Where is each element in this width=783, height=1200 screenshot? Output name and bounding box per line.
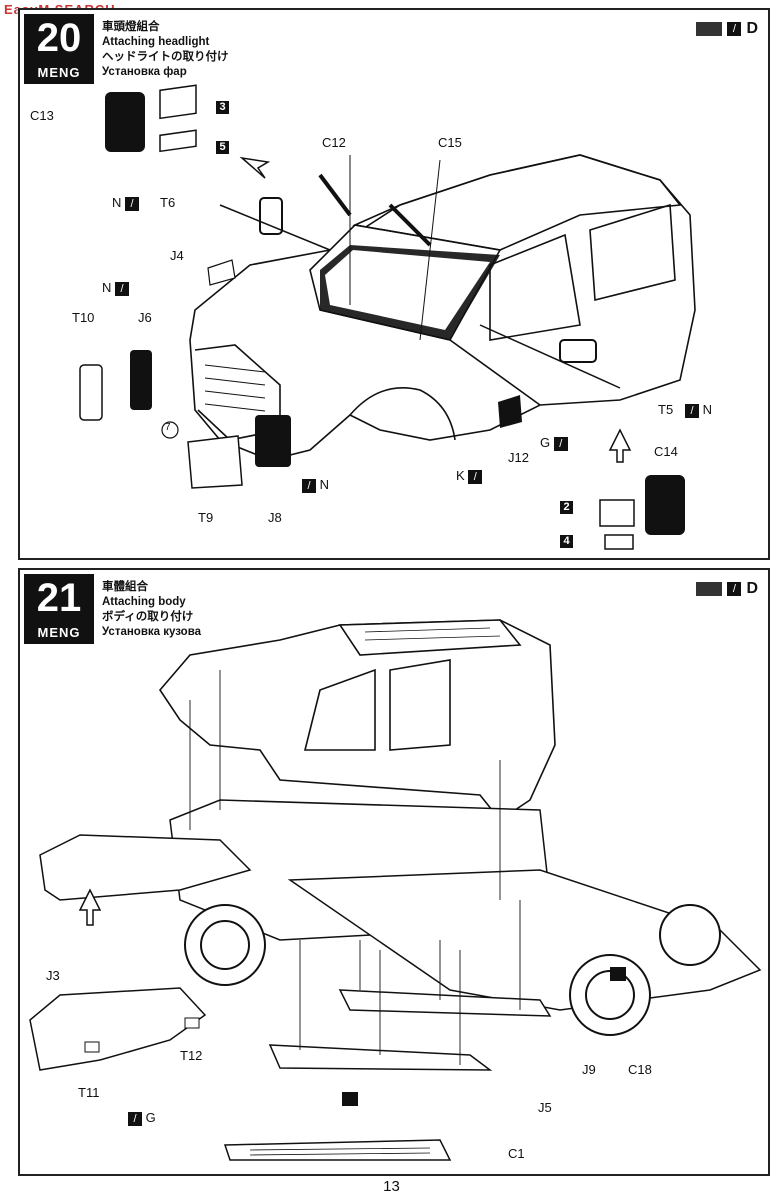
brand-logo: MENG	[37, 65, 81, 80]
step-titles: 車頭燈組合 Attaching headlight ヘッドライトの取り付け Ус…	[102, 20, 229, 80]
label-n-j6: N /	[102, 280, 130, 296]
knife-icon: /	[685, 404, 699, 418]
label-g-knife: / G	[128, 1110, 156, 1126]
title-english: Attaching headlight	[102, 36, 210, 48]
label-j8: J8	[268, 510, 282, 525]
step-20-panel: 20 MENG 車頭燈組合 Attaching headlight ヘッドライト…	[18, 8, 770, 560]
label-j9: J9	[582, 1062, 596, 1077]
title-chinese: 車體組合	[102, 581, 148, 593]
label-t10: T10	[72, 310, 95, 325]
headlight-diagram	[79, 84, 696, 550]
knife-icon: /	[727, 22, 742, 36]
knife-icon: /	[468, 470, 483, 484]
title-chinese: 車頭燈組合	[102, 21, 160, 33]
body-assembly-diagram	[29, 619, 762, 1161]
step-titles: 車體組合 Attaching body ボディの取り付け Установка к…	[102, 580, 201, 640]
paint-swatch-icon	[696, 22, 723, 36]
label-emblem-7: 7	[165, 422, 171, 433]
label-j12: J12	[508, 450, 529, 465]
tool-icons: / D	[696, 580, 758, 597]
knife-icon: /	[115, 282, 130, 296]
paint-code: D	[746, 20, 758, 37]
knife-icon: /	[125, 197, 140, 211]
label-c14: C14	[654, 444, 678, 459]
step-number-badge: 21 MENG	[24, 574, 94, 644]
label-c13: C13	[30, 108, 54, 123]
step-number: 20	[36, 16, 82, 60]
label-n-j8: / N	[302, 477, 329, 493]
knife-icon: /	[553, 437, 568, 451]
label-c12: C12	[322, 135, 346, 150]
label-part-4: 4	[560, 532, 573, 548]
title-russian: Установка кузова	[102, 626, 202, 638]
paint-code: D	[746, 580, 758, 597]
label-n-t6: N /	[112, 195, 140, 211]
label-part-3: 3	[216, 98, 229, 114]
label-part-2: 2	[560, 498, 573, 514]
brand-logo: MENG	[37, 625, 81, 640]
label-j6: J6	[138, 310, 152, 325]
label-n-t5: / N	[685, 402, 712, 418]
label-t5: T5	[658, 402, 674, 417]
knife-icon: /	[302, 479, 316, 493]
knife-icon: /	[727, 582, 742, 596]
label-c18: C18	[628, 1062, 652, 1077]
page-number: 13	[383, 1178, 400, 1195]
label-g-j12: G /	[540, 435, 568, 451]
title-russian: Установка фар	[102, 66, 187, 78]
label-part-5: 5	[216, 138, 229, 154]
title-english: Attaching body	[102, 596, 186, 608]
label-j3: J3	[46, 968, 60, 983]
label-t6: T6	[160, 195, 176, 210]
tool-icons: / D	[696, 20, 758, 37]
label-j4: J4	[170, 248, 184, 263]
title-japanese: ヘッドライトの取り付け	[102, 51, 229, 63]
paint-swatch-icon	[696, 582, 723, 596]
step-number: 21	[36, 576, 82, 620]
step-number-badge: 20 MENG	[24, 14, 94, 84]
title-japanese: ボディの取り付け	[102, 611, 194, 623]
label-k: K /	[456, 468, 483, 484]
step-21-panel: 21 MENG 車體組合 Attaching body ボディの取り付け Уст…	[18, 568, 770, 1176]
label-c1: C1	[508, 1146, 525, 1161]
label-j5: J5	[538, 1100, 552, 1115]
label-t9: T9	[198, 510, 214, 525]
label-c15: C15	[438, 135, 462, 150]
label-t11: T11	[78, 1085, 100, 1100]
knife-icon: /	[128, 1112, 142, 1126]
label-t12: T12	[180, 1048, 203, 1063]
